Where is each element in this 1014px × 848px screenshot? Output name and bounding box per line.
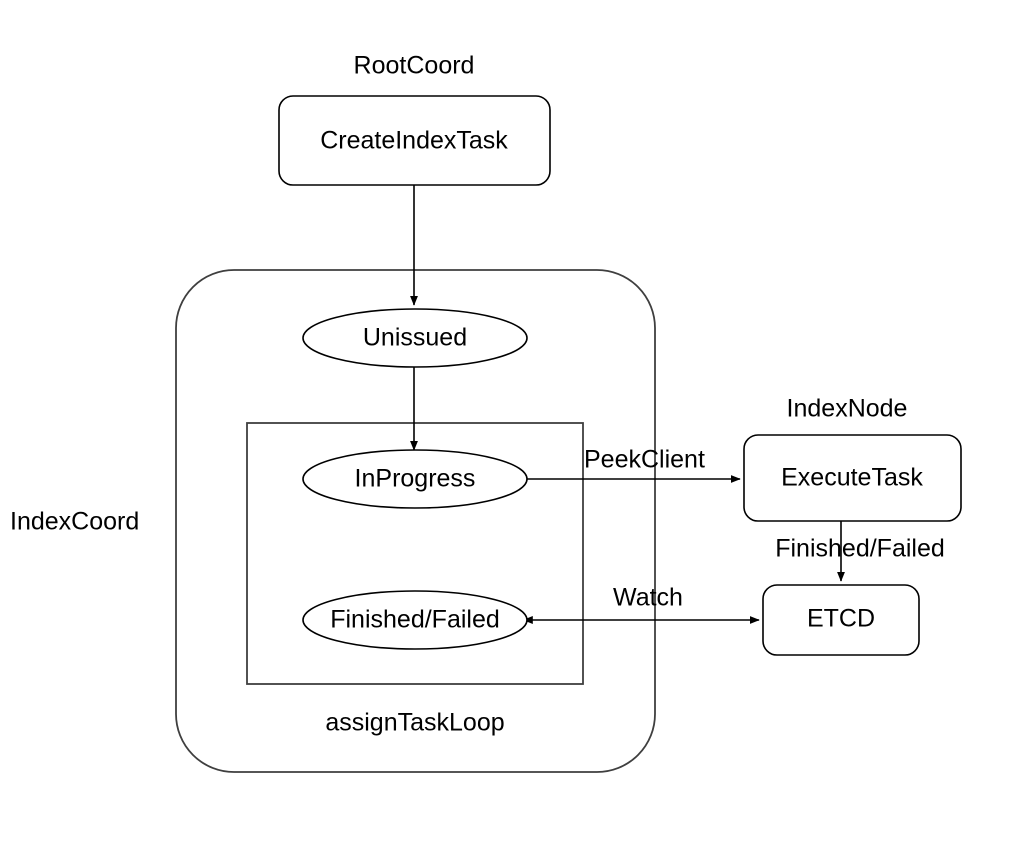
edge-label-finished-failed: Finished/Failed [775, 535, 945, 563]
node-create-index-task[interactable]: CreateIndexTask [278, 95, 551, 186]
edge-executetask-to-etcd: Finished/Failed [775, 521, 945, 582]
in-progress-shape[interactable] [302, 449, 528, 509]
node-unissued[interactable]: Unissued [302, 308, 528, 368]
assign-task-loop-label: assignTaskLoop [325, 709, 504, 737]
finished-failed-state-shape[interactable] [302, 590, 528, 650]
unissued-shape[interactable] [302, 308, 528, 368]
container-assign-task-loop: assignTaskLoop [246, 422, 584, 737]
rootcoord-title: RootCoord [354, 52, 475, 80]
assign-task-loop-boundary [246, 422, 584, 685]
edge-label-watch: Watch [613, 584, 683, 612]
finished-failed-state-label: Finished/Failed [330, 606, 500, 634]
node-execute-task[interactable]: ExecuteTask [743, 434, 962, 522]
in-progress-label: InProgress [355, 465, 476, 493]
indexcoord-label: IndexCoord [10, 508, 139, 536]
execute-task-shape[interactable] [743, 434, 962, 522]
node-in-progress[interactable]: InProgress [302, 449, 528, 509]
create-index-task-shape[interactable] [278, 95, 551, 186]
node-etcd[interactable]: ETCD [762, 584, 920, 656]
edge-etcd-to-finishedfailed: Watch [522, 584, 760, 624]
container-indexcoord: IndexCoord [10, 269, 656, 773]
node-finished-failed-state[interactable]: Finished/Failed [302, 590, 528, 650]
edge-inprogress-to-executetask: PeekClient [527, 446, 741, 483]
indexcoord-boundary [175, 269, 656, 773]
etcd-shape[interactable] [762, 584, 920, 656]
execute-task-label: ExecuteTask [781, 464, 923, 492]
unissued-label: Unissued [363, 324, 467, 352]
indexnode-title: IndexNode [787, 395, 908, 423]
etcd-label: ETCD [807, 605, 875, 633]
edge-label-peekclient: PeekClient [584, 446, 705, 474]
create-index-task-label: CreateIndexTask [320, 127, 508, 155]
